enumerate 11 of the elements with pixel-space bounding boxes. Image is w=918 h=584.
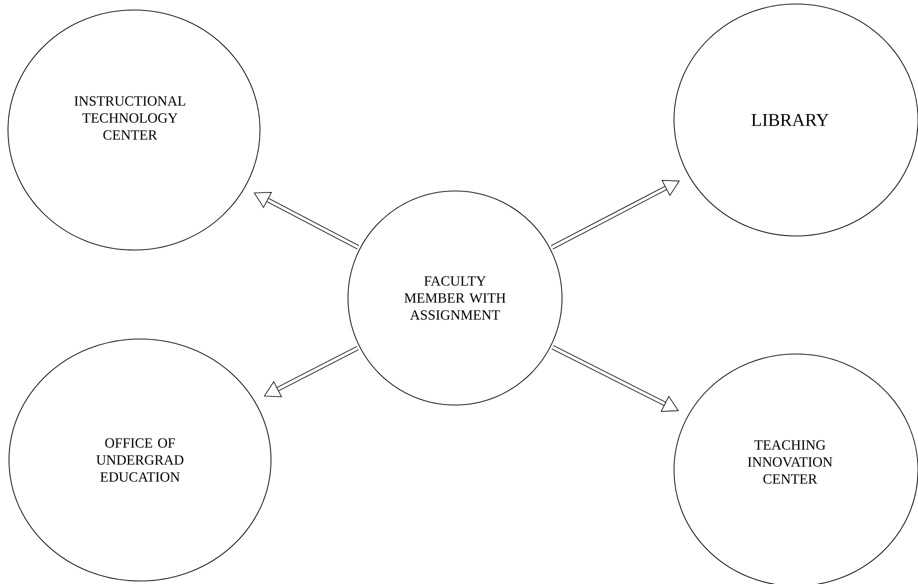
node-label: TEACHING INNOVATION CENTER <box>748 440 832 484</box>
ellipse-node <box>8 10 260 250</box>
circle-node <box>348 190 562 406</box>
node-label: FACULTY MEMBER WITH ASSIGNMENT <box>404 276 506 320</box>
arrow <box>552 345 679 412</box>
arrow <box>550 180 680 250</box>
ellipse-node <box>8 338 272 582</box>
node-label: LIBRARY <box>752 114 829 126</box>
node-label: INSTRUCTIONAL TECHNOLOGY CENTER <box>74 96 186 140</box>
node-label: OFFICE OF UNDERGRAD EDUCATION <box>96 438 184 482</box>
arrow <box>264 346 359 398</box>
